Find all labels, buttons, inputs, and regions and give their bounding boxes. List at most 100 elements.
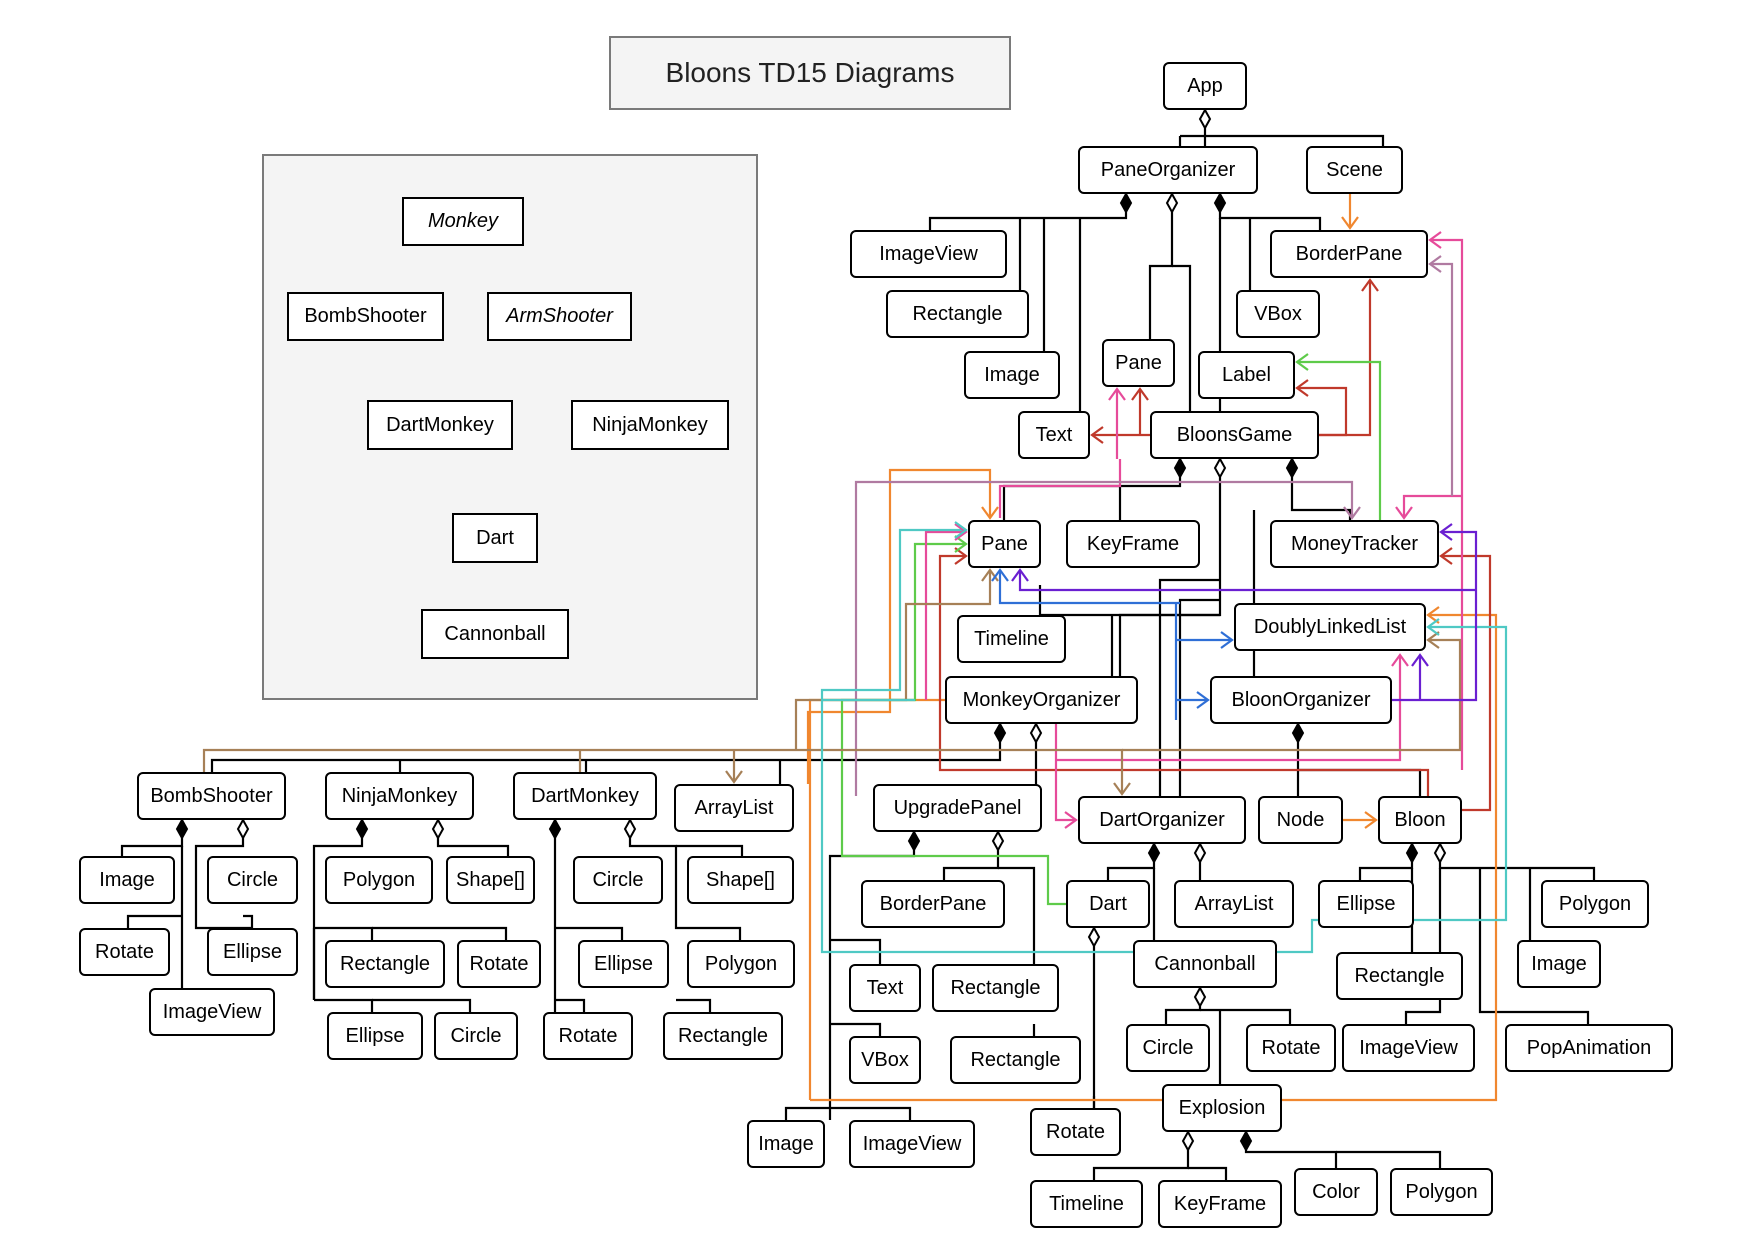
key-frame-mid-box: KeyFrame [1066, 520, 1200, 568]
dartmonkey-subclass-box: DartMonkey [367, 400, 513, 450]
rectangle-top-box: Rectangle [886, 290, 1029, 338]
nm-circle-box: Circle [434, 1012, 518, 1060]
connector-39 [372, 926, 508, 940]
arrowhead [1196, 691, 1210, 709]
arrowhead [1295, 353, 1309, 371]
aggregation-diamond [1433, 841, 1447, 865]
connector-50 [830, 1022, 882, 1036]
up-image-box: Image [747, 1120, 825, 1168]
bs-image-view-box: ImageView [149, 988, 275, 1036]
connector-70 [1438, 844, 1596, 880]
dm-circle-box: Circle [573, 856, 663, 904]
explosion-box: Explosion [1162, 1084, 1282, 1132]
arrowhead [954, 523, 968, 541]
arrowhead [1131, 387, 1149, 401]
connector-103 [820, 700, 1314, 954]
ex-timeline-box: Timeline [1030, 1180, 1143, 1228]
cb-circle-box: Circle [1126, 1024, 1210, 1072]
connector-68 [1358, 844, 1414, 880]
vbox-top-box: VBox [1236, 290, 1320, 338]
connector-44 [555, 998, 586, 1012]
connector-21 [1178, 598, 1220, 796]
dm-rotate-box: Rotate [543, 1012, 633, 1060]
connector-37 [314, 926, 374, 940]
arrowhead [1341, 216, 1359, 230]
connector-10 [1218, 194, 1322, 230]
arrowhead [1011, 568, 1029, 582]
arrowhead [1439, 547, 1453, 565]
pane-mid-box: Pane [968, 520, 1041, 568]
arrowhead [1395, 506, 1413, 520]
dart-monkey-box: DartMonkey [513, 772, 657, 820]
pane-organizer-box: PaneOrganizer [1078, 146, 1258, 194]
nm-ellipse-box: Ellipse [327, 1012, 423, 1060]
scene-box: Scene [1306, 146, 1403, 194]
arrowhead [1343, 506, 1361, 520]
connector-30 [120, 820, 184, 856]
arrowhead [991, 568, 1009, 582]
connector-83 [1441, 554, 1492, 812]
connector-94 [1402, 494, 1462, 518]
connector-34 [243, 914, 254, 928]
connector-46 [676, 844, 744, 856]
image-view-top-box: ImageView [850, 230, 1007, 278]
arrowhead [1295, 379, 1309, 397]
connector-91 [1054, 724, 1076, 822]
connector-3 [1180, 134, 1385, 146]
connector-32 [126, 914, 182, 928]
connector-67 [1336, 1150, 1442, 1168]
dm-polygon-box: Polygon [687, 940, 795, 988]
array-list-mo-box: ArrayList [674, 784, 794, 832]
nm-polygon-box: Polygon [325, 856, 433, 904]
aggregation-diamond [1193, 841, 1207, 865]
connector-19 [1118, 613, 1220, 676]
bs-ellipse-box: Ellipse [207, 928, 298, 976]
up-rectangle-2-box: Rectangle [950, 1036, 1081, 1084]
dm-rectangle-box: Rectangle [663, 1012, 783, 1060]
composition-diamond [1147, 841, 1161, 865]
ex-color-box: Color [1294, 1168, 1378, 1216]
arrowhead [1113, 782, 1131, 796]
arrowhead [1439, 523, 1453, 541]
arrowhead [1364, 811, 1378, 829]
connector-40 [436, 820, 510, 856]
aggregation-diamond [1165, 191, 1179, 215]
arrowhead [1426, 618, 1440, 636]
arrowhead [1411, 653, 1429, 667]
composition-diamond [1239, 1129, 1253, 1153]
doubly-linked-list-box: DoublyLinkedList [1234, 603, 1426, 651]
connector-71 [1404, 868, 1442, 1024]
ex-polygon-box: Polygon [1390, 1168, 1493, 1216]
app-box: App [1163, 62, 1247, 110]
connector-43 [555, 926, 624, 940]
connector-87 [840, 542, 1066, 906]
aggregation-diamond [1087, 925, 1101, 949]
connector-111 [1392, 530, 1478, 702]
composition-diamond [1213, 191, 1227, 215]
up-rectangle-1-box: Rectangle [932, 964, 1059, 1012]
composition-diamond [907, 829, 921, 853]
composition-diamond [1291, 721, 1305, 745]
connector-65 [1188, 1166, 1228, 1180]
bl-ellipse-box: Ellipse [1318, 880, 1414, 928]
connector-16 [1290, 459, 1352, 520]
bloon-organizer-box: BloonOrganizer [1210, 676, 1392, 724]
connector-98 [202, 748, 1124, 794]
ninjamonkey-subclass-box: NinjaMonkey [571, 400, 729, 450]
up-border-pane-box: BorderPane [861, 880, 1005, 928]
connector-102 [1122, 638, 1462, 752]
connector-62 [1200, 1008, 1292, 1024]
connector-106 [1310, 625, 1508, 940]
armshooter-class-box: ArmShooter [487, 292, 632, 341]
nm-rectangle-box: Rectangle [325, 940, 445, 988]
monkey-class-box: Monkey [402, 197, 524, 246]
connector-8 [1148, 194, 1174, 339]
connector-20 [1158, 578, 1220, 796]
arrowhead [1361, 278, 1379, 292]
cannonball-box: Cannonball [1133, 940, 1277, 988]
cannonball-subclass-box: Cannonball [421, 609, 569, 659]
arrowhead [981, 506, 999, 520]
timeline-mid-box: Timeline [957, 615, 1066, 663]
connector-93 [1430, 238, 1464, 496]
bloons-game-box: BloonsGame [1150, 411, 1319, 459]
